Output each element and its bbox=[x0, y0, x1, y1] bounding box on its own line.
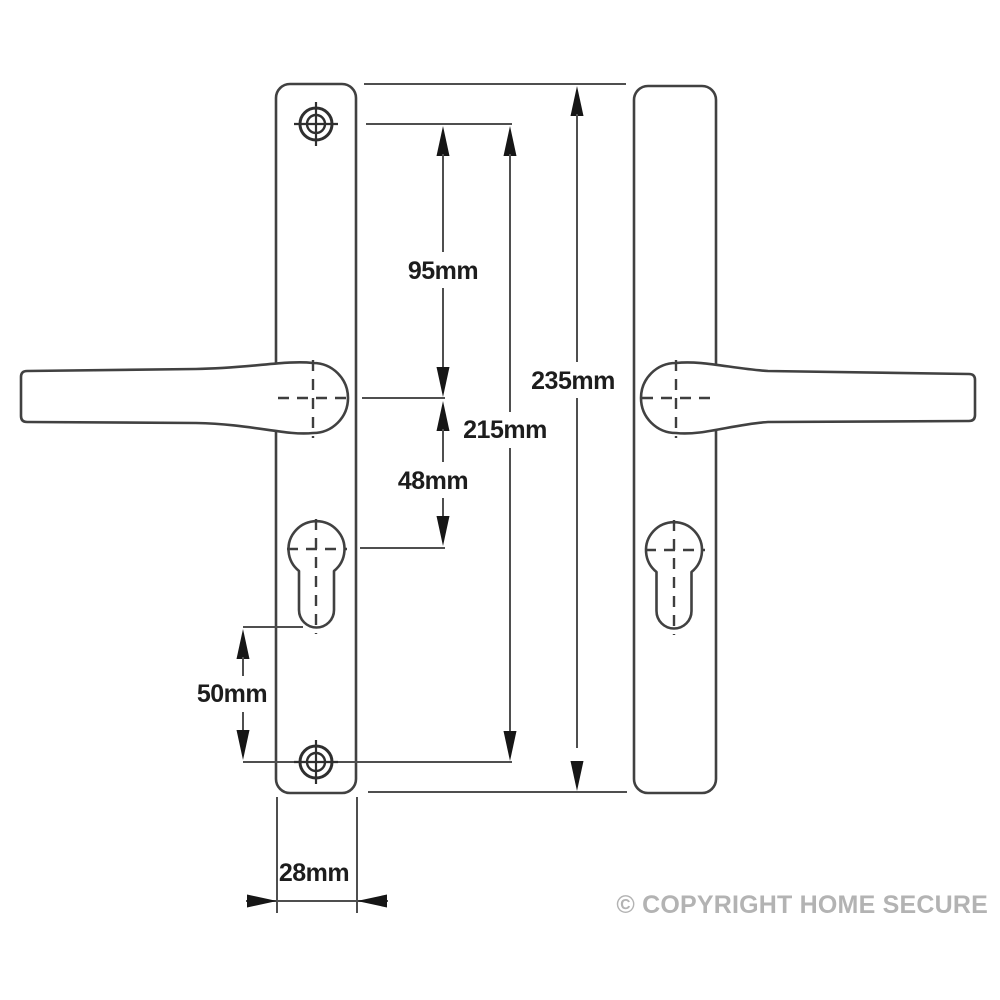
arrowhead-up-icon bbox=[436, 401, 450, 431]
dim-label-215mm: 215mm bbox=[463, 416, 547, 444]
arrowhead-down-icon bbox=[436, 516, 450, 546]
dimension-48mm: 48mm bbox=[398, 401, 469, 546]
arrowhead-down-icon bbox=[570, 761, 584, 791]
copyright-text: © COPYRIGHT HOME SECURE bbox=[616, 891, 988, 919]
screw-top bbox=[294, 102, 338, 146]
screw-bottom bbox=[294, 740, 338, 784]
dim-label-95mm: 95mm bbox=[408, 257, 478, 285]
backplate-right bbox=[632, 84, 718, 795]
lever-handle-right bbox=[639, 360, 977, 438]
dim-label-48mm: 48mm bbox=[398, 467, 468, 495]
arrowhead-down-icon bbox=[436, 367, 450, 397]
cylinder-cutout-right-shape bbox=[644, 520, 704, 630]
arrowhead-down-icon bbox=[503, 731, 517, 761]
dimension-95mm: 95mm bbox=[408, 126, 479, 397]
arrowhead-down-icon bbox=[236, 730, 250, 760]
arrowhead-up-icon bbox=[436, 126, 450, 156]
dimension-50mm: 50mm bbox=[197, 629, 268, 760]
dim-label-50mm: 50mm bbox=[197, 680, 267, 708]
extension-lines bbox=[243, 83, 627, 913]
dimension-235mm: 235mm bbox=[531, 86, 615, 791]
dimension-28mm: 28mm bbox=[246, 859, 388, 908]
cylinder-cutout-right bbox=[644, 520, 705, 635]
arrowhead-up-icon bbox=[570, 86, 584, 116]
arrowhead-right-icon bbox=[247, 894, 277, 908]
lever-left-shape bbox=[19, 361, 350, 435]
lever-right-shape bbox=[639, 361, 977, 435]
cylinder-cutout-left bbox=[287, 519, 347, 634]
lever-handle-left bbox=[19, 360, 352, 438]
arrowhead-up-icon bbox=[236, 629, 250, 659]
dim-label-235mm: 235mm bbox=[531, 367, 615, 395]
arrowhead-up-icon bbox=[503, 126, 517, 156]
dim-label-28mm: 28mm bbox=[279, 859, 349, 887]
arrowhead-left-icon bbox=[357, 894, 387, 908]
backplate-left bbox=[274, 82, 358, 795]
dimension-215mm: 215mm bbox=[463, 126, 547, 761]
